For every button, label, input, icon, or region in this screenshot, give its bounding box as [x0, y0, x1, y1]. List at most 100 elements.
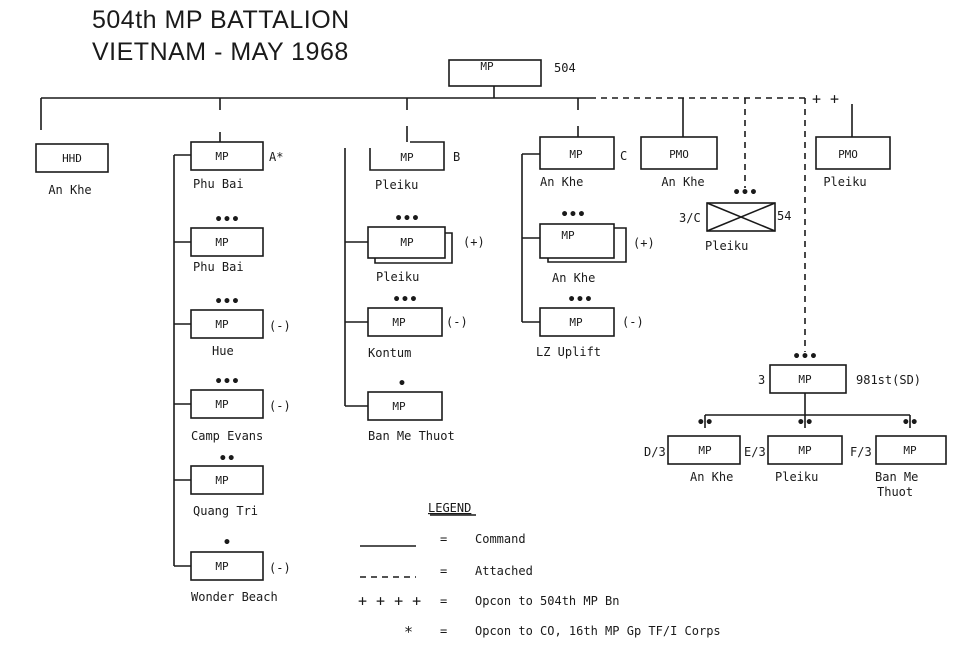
company-a-unit-4-location: Camp Evans: [191, 429, 263, 443]
svg-text:MP: MP: [798, 444, 812, 457]
svg-text:(-): (-): [269, 399, 291, 413]
svg-text:(-): (-): [622, 315, 644, 329]
svg-text:=: =: [440, 594, 447, 608]
svg-text:•: •: [398, 376, 406, 392]
svg-text:=: =: [440, 624, 447, 638]
hhd-location: An Khe: [48, 183, 91, 197]
company-b-unit-3: ••• MP (-) Kontum: [367, 292, 468, 360]
company-a-unit-3-location: Hue: [212, 344, 234, 358]
company-c-unit-3-location: LZ Uplift: [536, 345, 601, 359]
svg-text:•••: •••: [792, 349, 817, 365]
svg-text:(-): (-): [446, 315, 468, 329]
svg-text:MP: MP: [215, 150, 229, 163]
sd981-unit: ••• MP 3 981st(SD): [758, 349, 921, 394]
svg-text:MP: MP: [903, 444, 917, 457]
pmo-pleiku: PMO Pleiku: [815, 136, 891, 189]
company-a-unit-5: •• MP Quang Tri: [190, 451, 264, 518]
pmo-an-khe: PMO An Khe: [640, 136, 718, 189]
svg-text:MP: MP: [215, 236, 229, 249]
svg-text:MP: MP: [400, 236, 414, 249]
svg-text:•••: •••: [394, 211, 419, 227]
sd981-company-f-location: Ban Me: [875, 470, 918, 484]
svg-text:MP: MP: [798, 373, 812, 386]
svg-text:Command: Command: [475, 532, 526, 546]
company-a-unit-6: • MP (-) Wonder Beach: [190, 535, 291, 604]
sd981-company-f: •• MP F/3 Ban Me Thuot: [850, 415, 947, 499]
company-c-unit-2-location: An Khe: [552, 271, 595, 285]
svg-text:MP: MP: [561, 229, 575, 242]
legend-title: LEGEND: [428, 501, 471, 515]
infantry-location: Pleiku: [705, 239, 748, 253]
company-a-unit-3: ••• MP (-) Hue: [190, 294, 291, 358]
attached-lines: [590, 97, 806, 352]
svg-text:PMO: PMO: [838, 148, 858, 161]
company-a-unit-5-location: Quang Tri: [193, 504, 258, 518]
company-b-unit-2-location: Pleiku: [376, 270, 419, 284]
svg-text:MP: MP: [698, 444, 712, 457]
infantry-left-designation: 3/C: [679, 211, 701, 225]
company-a-unit-6-location: Wonder Beach: [191, 590, 278, 604]
svg-text:••: ••: [797, 415, 814, 431]
company-c-designation: C: [620, 149, 627, 163]
company-b-unit-4-location: Ban Me Thuot: [368, 429, 455, 443]
company-b-unit-2: ••• MP (+) Pleiku: [367, 211, 485, 284]
svg-text:MP: MP: [215, 318, 229, 331]
svg-text:Opcon to 504th MP Bn: Opcon to 504th MP Bn: [475, 594, 620, 608]
hq-designation: 504: [554, 61, 576, 75]
sd981-company-e: •• MP E/3 Pleiku: [744, 415, 843, 484]
svg-text:MP: MP: [400, 151, 414, 164]
legend-item-command: = Command: [360, 532, 526, 547]
opcon-plus-marks: + +: [812, 90, 839, 108]
svg-text:E/3: E/3: [744, 445, 766, 459]
company-a-unit-2: ••• MP Phu Bai: [190, 212, 264, 274]
svg-text:MP: MP: [392, 316, 406, 329]
sd981-company-e-location: Pleiku: [775, 470, 818, 484]
svg-text:•••: •••: [732, 185, 757, 201]
svg-text:••: ••: [219, 451, 236, 467]
legend-item-opcon-504: + + + + = Opcon to 504th MP Bn: [358, 592, 620, 610]
svg-text:+ + + +: + + + +: [358, 592, 421, 610]
company-c-unit-1-location: An Khe: [540, 175, 583, 189]
chart-title-line2: VIETNAM - MAY 1968: [92, 38, 349, 66]
svg-text:MP: MP: [215, 474, 229, 487]
sd981-company-d: •• MP D/3 An Khe: [644, 415, 741, 484]
legend: LEGEND = Command = Attached + + + + = Op…: [358, 501, 721, 641]
svg-text:D/3: D/3: [644, 445, 666, 459]
svg-text:MP: MP: [392, 400, 406, 413]
svg-text:•••: •••: [214, 212, 239, 228]
svg-text:(-): (-): [269, 561, 291, 575]
hq-unit-label: MP: [480, 60, 494, 73]
svg-text:MP: MP: [215, 398, 229, 411]
svg-text:PMO: PMO: [669, 148, 689, 161]
pmo-pleiku-location: Pleiku: [823, 175, 866, 189]
company-b-unit-1: MP B Pleiku: [369, 141, 460, 192]
company-a-unit-1: MP A* Phu Bai: [190, 141, 283, 191]
company-c-unit-2: ••• MP (+) An Khe: [539, 207, 655, 285]
svg-text:MP: MP: [215, 560, 229, 573]
chart-title-line1: 504th MP BATTALION: [92, 6, 350, 34]
svg-text:(+): (+): [633, 236, 655, 250]
company-c-unit-3: ••• MP (-) LZ Uplift: [536, 292, 644, 359]
svg-text:MP: MP: [569, 316, 583, 329]
infantry-right-designation: 54: [777, 209, 791, 223]
svg-text:(+): (+): [463, 235, 485, 249]
svg-text:Attached: Attached: [475, 564, 533, 578]
svg-text:Opcon to CO, 16th MP Gp TF/I C: Opcon to CO, 16th MP Gp TF/I Corps: [475, 624, 721, 638]
svg-text:F/3: F/3: [850, 445, 872, 459]
infantry-3c-54: ••• 3/C 54 Pleiku: [679, 185, 791, 253]
svg-text:=: =: [440, 532, 447, 546]
svg-text:••: ••: [902, 415, 919, 431]
sd981-designation: 981st(SD): [856, 373, 921, 387]
company-b-unit-1-location: Pleiku: [375, 178, 418, 192]
hq-504-unit: MP 504: [448, 59, 576, 87]
svg-text:(-): (-): [269, 319, 291, 333]
pmo-an-khe-location: An Khe: [661, 175, 704, 189]
svg-text:•••: •••: [560, 207, 585, 223]
svg-text:*: *: [404, 623, 413, 641]
svg-text:•••: •••: [214, 374, 239, 390]
svg-text:•••: •••: [392, 292, 417, 308]
sd981-prefix: 3: [758, 373, 765, 387]
svg-text:MP: MP: [569, 148, 583, 161]
hhd-unit-label: HHD: [62, 152, 82, 165]
